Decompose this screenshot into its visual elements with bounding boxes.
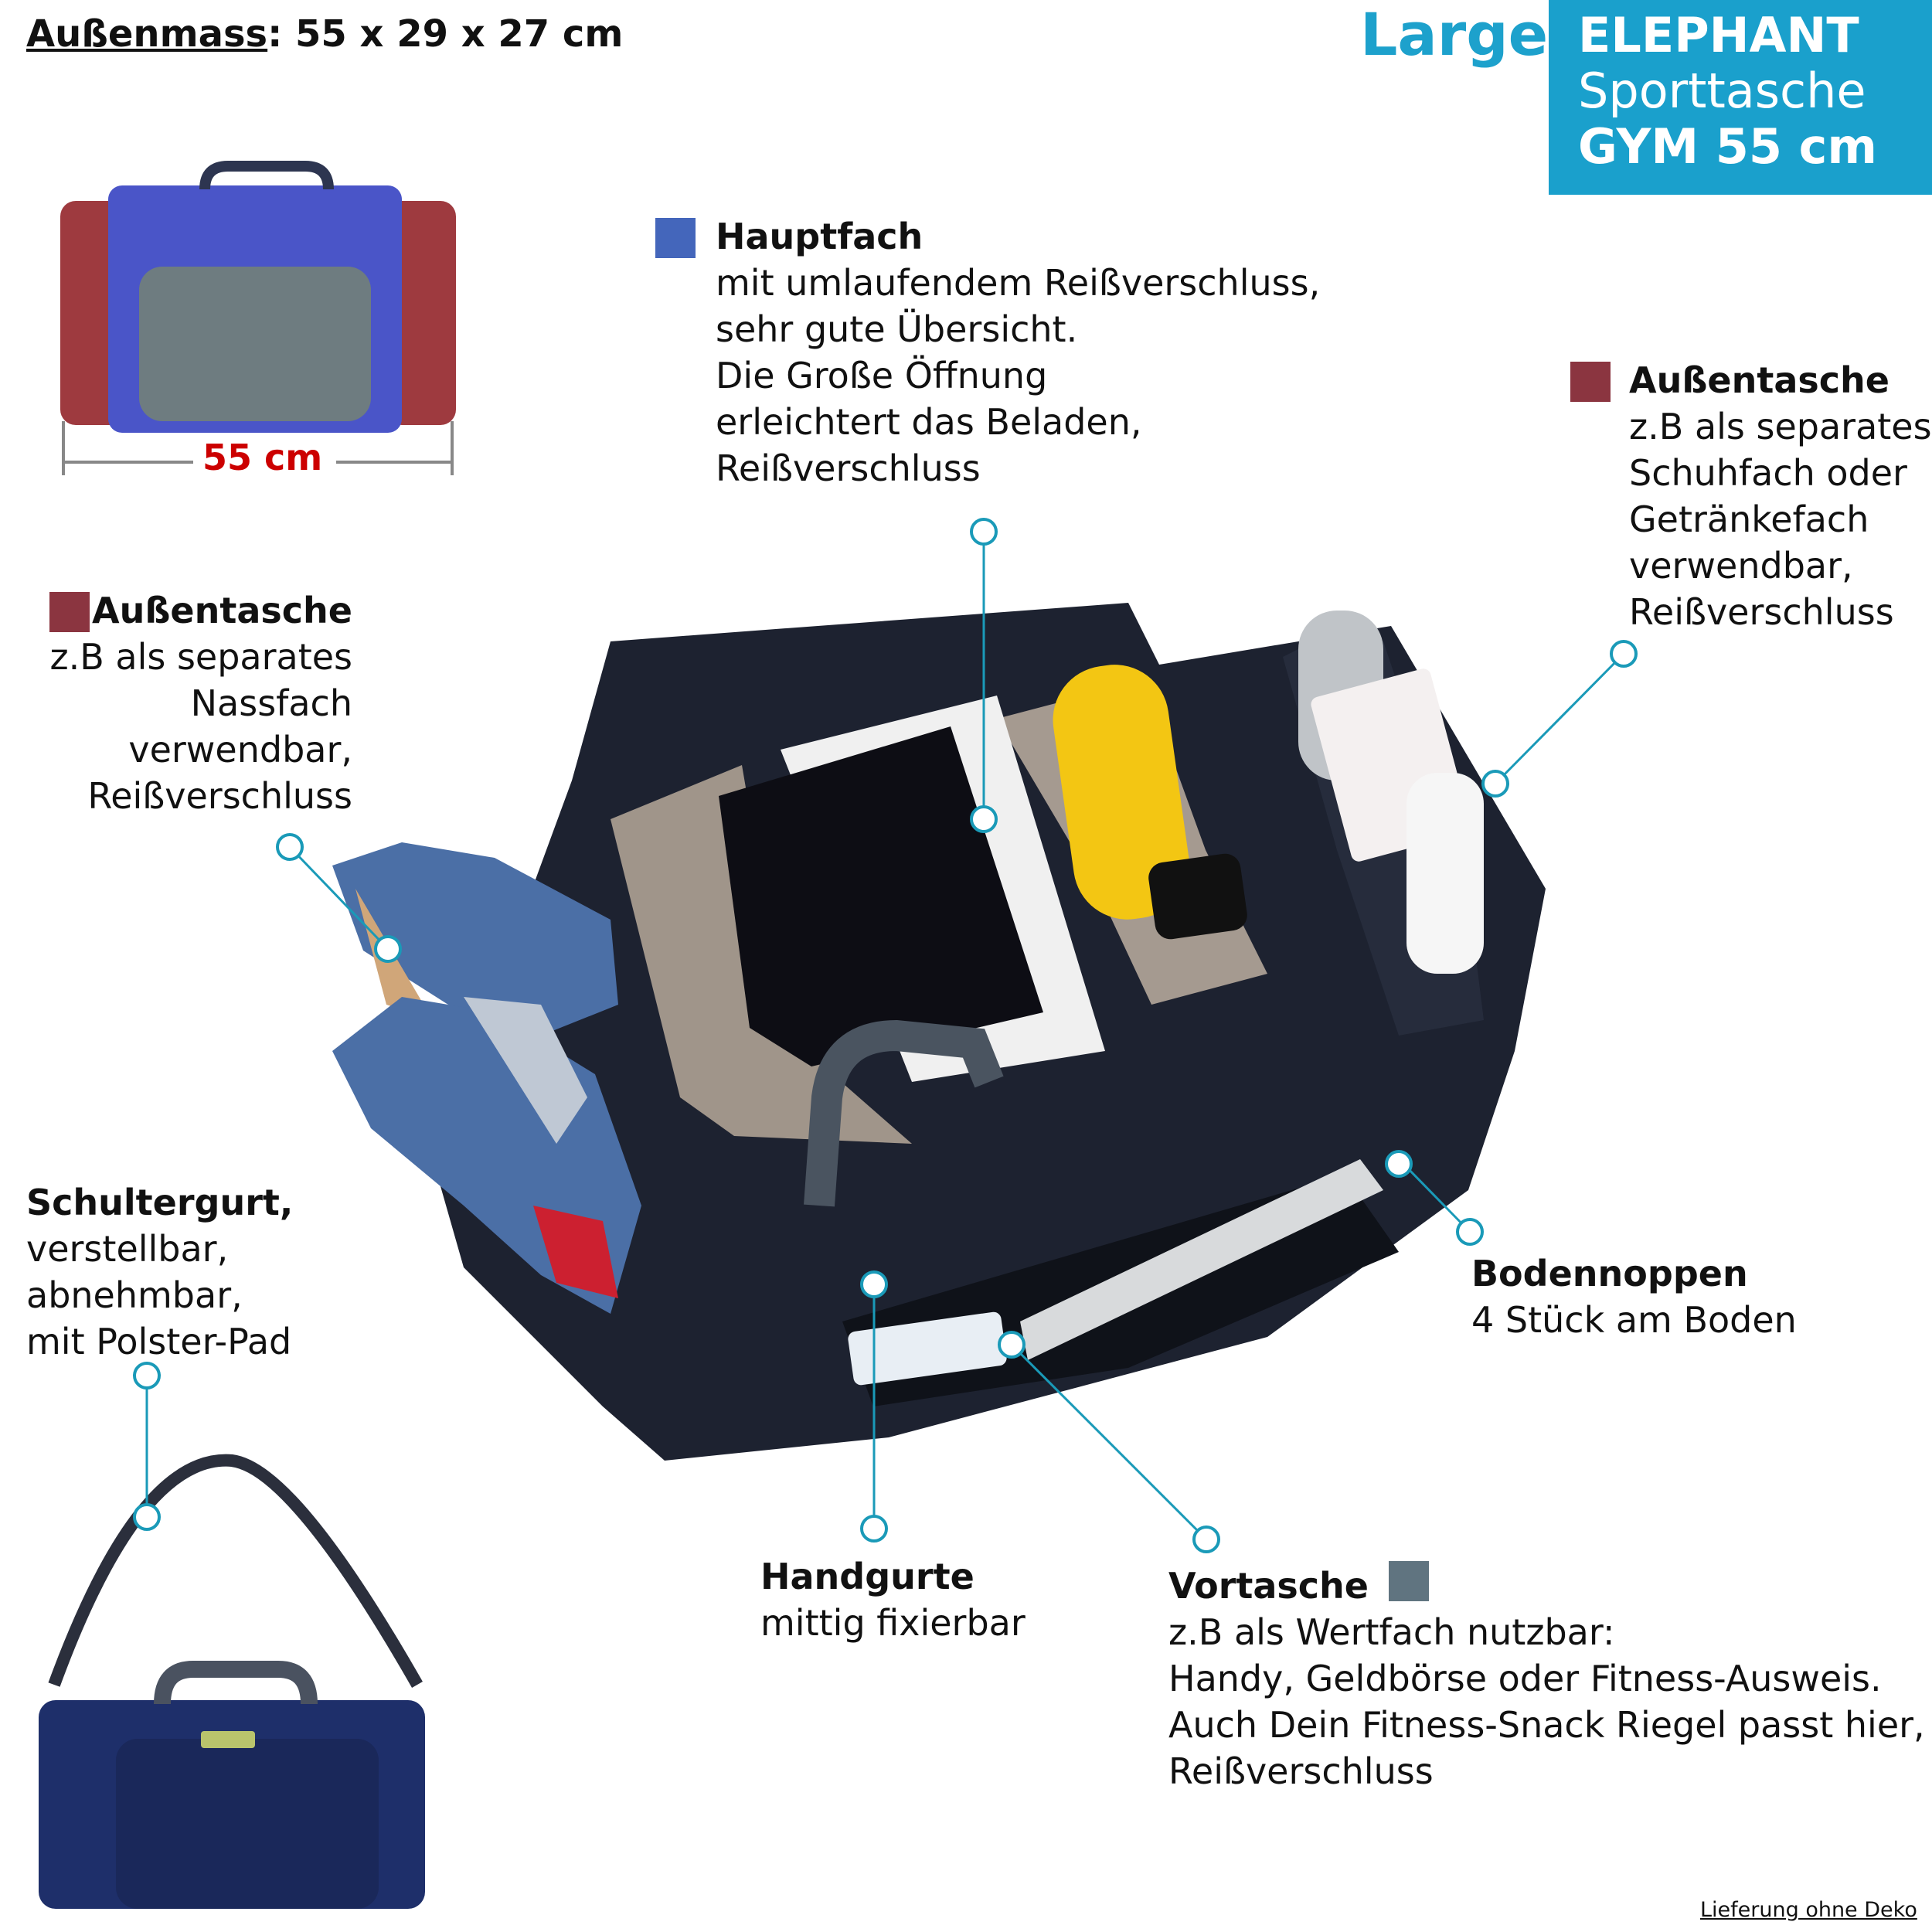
outer-pocket-left-swatch	[49, 592, 90, 632]
feet-title: Bodennoppen	[1471, 1253, 1748, 1294]
outer-pocket-right-swatch	[1570, 362, 1611, 402]
handles-text: Handgurte mittig fixierbar	[760, 1553, 1026, 1646]
size-label: Large	[1360, 0, 1549, 69]
main-line: Die Große Öffnung	[716, 355, 1048, 396]
main-line: erleichtert das Beladen,	[716, 401, 1142, 443]
main-line: Reißverschluss	[716, 447, 981, 489]
front-line: Reißverschluss	[1168, 1750, 1434, 1792]
outer-pocket-right-title: Außentasche	[1629, 359, 1890, 401]
strap-line: abnehmbar,	[26, 1274, 243, 1316]
main-compartment-swatch	[655, 218, 696, 258]
open-bag-image	[332, 603, 1546, 1461]
outer-pocket-left-text: Außentasche z.B als separates Nassfach v…	[31, 587, 352, 819]
front-line: Handy, Geldbörse oder Fitness-Ausweis.	[1168, 1658, 1882, 1699]
front-line: z.B als Wertfach nutzbar:	[1168, 1611, 1615, 1653]
outer-left-line: Reißverschluss	[87, 775, 352, 817]
outer-right-line: Schuhfach oder	[1629, 452, 1907, 494]
dimensions-heading: Außenmass: 55 x 29 x 27 cm	[26, 12, 623, 56]
dimensions-label: Außenmass	[26, 12, 268, 56]
outer-right-line: Getränkefach	[1629, 498, 1869, 540]
outer-left-line: verwendbar,	[128, 729, 352, 770]
feet-line: 4 Stück am Boden	[1471, 1299, 1797, 1341]
callout-lines	[145, 545, 1625, 1541]
main-line: sehr gute Übersicht.	[716, 308, 1078, 350]
outer-left-line: z.B als separates	[49, 636, 352, 678]
feet-text: Bodennoppen 4 Stück am Boden	[1471, 1250, 1797, 1343]
footer-note: Lieferung ohne Deko	[1700, 1898, 1917, 1922]
callout-dots	[133, 518, 1638, 1553]
front-pocket-text: Vortasche z.B als Wertfach nutzbar: Hand…	[1168, 1561, 1925, 1794]
main-compartment-title: Hauptfach	[716, 216, 923, 257]
shoulder-strap-text: Schultergurt, verstellbar, abnehmbar, mi…	[26, 1179, 293, 1365]
front-line: Auch Dein Fitness-Snack Riegel passt hie…	[1168, 1704, 1925, 1746]
strap-bag-image	[39, 1454, 425, 1909]
shoulder-strap-title: Schultergurt,	[26, 1182, 294, 1223]
brand-name: ELEPHANT	[1578, 7, 1859, 63]
outer-right-line: Reißverschluss	[1629, 591, 1894, 633]
front-pocket-swatch	[1389, 1561, 1430, 1601]
main-line: mit umlaufendem Reißverschluss,	[716, 262, 1321, 304]
outer-right-line: verwendbar,	[1629, 545, 1853, 587]
handles-title: Handgurte	[760, 1556, 975, 1597]
outer-right-line: z.B als separates	[1629, 406, 1932, 447]
main-compartment-text: Hauptfach mit umlaufendem Reißverschluss…	[716, 213, 1320, 492]
strap-line: mit Polster-Pad	[26, 1321, 292, 1362]
front-pocket-title: Vortasche	[1168, 1561, 1925, 1609]
handles-line: mittig fixierbar	[760, 1602, 1026, 1644]
outer-pocket-right-text: Außentasche z.B als separates Schuhfach …	[1629, 357, 1932, 635]
width-measure-label: 55 cm	[202, 437, 323, 478]
color-zones-bag-image	[60, 161, 456, 433]
width-measure-line	[62, 421, 454, 475]
outer-left-line: Nassfach	[190, 682, 352, 724]
dimensions-value: : 55 x 29 x 27 cm	[267, 12, 624, 56]
strap-line: verstellbar,	[26, 1228, 229, 1270]
product-name: Sporttasche	[1578, 63, 1866, 119]
outer-pocket-left-title: Außentasche	[91, 590, 352, 631]
brand-box: ELEPHANT Sporttasche GYM 55 cm	[1549, 0, 1932, 195]
model-name: GYM 55 cm	[1578, 118, 1877, 175]
